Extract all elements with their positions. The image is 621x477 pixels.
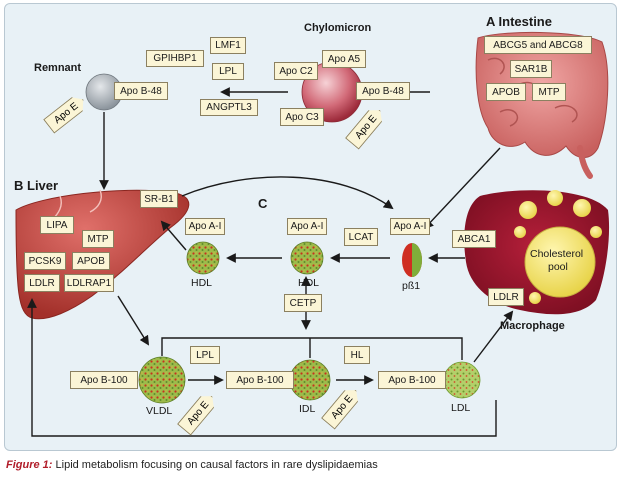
ldlrap1-box: LDLRAP1 (64, 274, 114, 292)
cholesterol-pool-label: Cholesterol (530, 248, 584, 260)
lpl-top-box: LPL (212, 63, 244, 80)
liver-label: B Liver (14, 178, 59, 193)
panel-c-label: C (258, 196, 268, 211)
apob48-remnant-box: Apo B-48 (114, 82, 168, 100)
apoa1-hdl-mature-box: Apo A-I (185, 218, 225, 235)
apoa5-box: Apo A5 (322, 50, 366, 68)
intestine-label: A Intestine (486, 14, 552, 29)
apoc2-box: Apo C2 (274, 62, 318, 80)
lpl-mid-box: LPL (190, 346, 220, 364)
vldl-particle (138, 356, 186, 404)
mtp-intestine-box: MTP (532, 83, 566, 101)
gpihbp1-box: GPIHBP1 (146, 50, 204, 67)
apob48-chylomicron-box: Apo B-48 (356, 82, 410, 100)
ldlr-liver-box: LDLR (24, 274, 60, 292)
apoa1-hdl-box: Apo A-I (287, 218, 327, 235)
hl-box: HL (344, 346, 370, 364)
chylomicron-label: Chylomicron (304, 22, 372, 34)
ldlr-macrophage-box: LDLR (488, 288, 524, 306)
pathway-arrows (27, 87, 514, 437)
apoc3-box: Apo C3 (280, 108, 324, 126)
srb1-box: SR-B1 (140, 190, 178, 208)
apob-liver-box: APOB (72, 252, 110, 270)
figure-number: Figure 1: (6, 459, 53, 471)
caption-text: Lipid metabolism focusing on causal fact… (52, 459, 378, 471)
apob100-idl-box: Apo B-100 (226, 371, 294, 389)
abca1-box: ABCA1 (452, 230, 496, 248)
figure-caption: Figure 1: Lipid metabolism focusing on c… (6, 459, 378, 471)
ldl-particle (443, 361, 481, 399)
hdl-particle-mature (186, 241, 220, 275)
sar1b-box: SAR1B (510, 60, 552, 78)
mtp-liver-box: MTP (82, 230, 114, 248)
hdl-mature-label: HDL (191, 277, 213, 289)
apob100-vldl-box: Apo B-100 (70, 371, 138, 389)
vldl-label: VLDL (146, 405, 173, 417)
cetp-box: CETP (284, 294, 322, 312)
pb1-label: pß1 (402, 280, 421, 292)
cholesterol-pool-label-2: pool (548, 261, 568, 273)
ldl-label: LDL (451, 402, 471, 414)
abcg5-abcg8-box: ABCG5 and ABCG8 (484, 36, 592, 54)
lcat-box: LCAT (344, 228, 378, 246)
apob100-ldl-box: Apo B-100 (378, 371, 446, 389)
pcsk9-box: PCSK9 (24, 252, 66, 270)
hdl-particle (290, 241, 324, 275)
macrophage-illustration (464, 190, 610, 315)
lmf1-box: LMF1 (210, 37, 246, 54)
macrophage-label: Macrophage (500, 320, 565, 332)
lipa-box: LIPA (40, 216, 74, 234)
idl-particle (289, 359, 331, 401)
apoa1-pb1-box: Apo A-I (390, 218, 430, 235)
apob-intestine-box: APOB (486, 83, 526, 101)
idl-label: IDL (299, 403, 316, 415)
hdl-label: HDL (298, 277, 320, 289)
remnant-label: Remnant (34, 62, 82, 74)
angptl3-box: ANGPTL3 (200, 99, 258, 116)
